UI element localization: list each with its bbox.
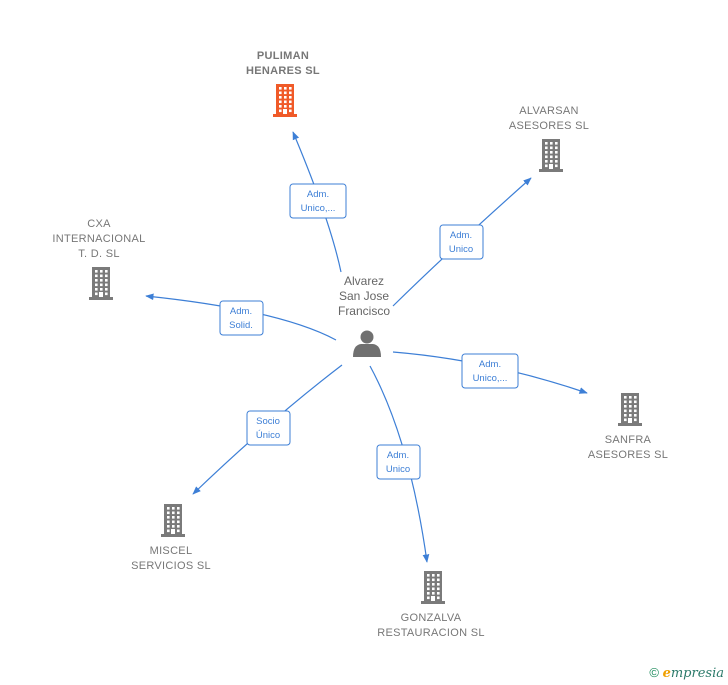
company-node-gonzalva[interactable]: GONZALVA RESTAURACION SL [377,571,485,639]
copyright-symbol: © [649,665,659,680]
relation-label-line: Unico,... [473,373,508,384]
relation-label-miscel[interactable]: Socio Único [246,410,291,446]
company-node-puliman[interactable]: PULIMAN HENARES SL [246,50,320,117]
company-name-line: MISCEL [150,545,193,557]
relation-label-puliman[interactable]: Adm. Unico,... [289,183,347,219]
company-node-alvarsan[interactable]: ALVARSAN ASESORES SL [509,105,589,172]
building-icon [89,267,113,300]
brand-logo-initial: e [662,666,671,681]
person-icon [353,330,381,357]
relation-label-line: Unico,... [301,203,336,214]
relation-label-line: Único [256,430,280,441]
building-icon [161,504,185,537]
relation-labels: Adm. Unico,... Adm. Unico Adm. Solid. Ad… [219,183,519,480]
company-name-line: SERVICIOS SL [131,560,211,572]
company-name-line: GONZALVA [401,612,462,624]
brand-logo-text: mpresia [670,666,724,681]
company-name-line: T. D. SL [78,248,120,260]
company-name-line: ALVARSAN [519,105,578,117]
building-icon [539,139,563,172]
building-icon [421,571,445,604]
building-icon [273,84,297,117]
relation-label-line: Adm. [307,189,329,200]
company-name-line: RESTAURACION SL [377,627,485,639]
person-name-line: Francisco [338,304,390,318]
company-name-line: ASESORES SL [509,120,589,132]
person-name-line: San Jose [339,289,389,303]
relation-label-line: Adm. [387,450,409,461]
company-node-cxa[interactable]: CXA INTERNACIONAL T. D. SL [52,218,145,300]
relation-label-alvarsan[interactable]: Adm. Unico [439,224,484,260]
relation-label-line: Unico [449,244,473,255]
relation-label-line: Adm. [450,230,472,241]
company-name-line: INTERNACIONAL [52,233,145,245]
relation-label-sanfra[interactable]: Adm. Unico,... [461,353,519,389]
relation-label-line: Socio [256,416,280,427]
building-icon [618,393,642,426]
company-node-sanfra[interactable]: SANFRA ASESORES SL [588,393,668,461]
company-name-line: HENARES SL [246,65,320,77]
footer-brand: © empresia [649,665,724,681]
person-name-line: Alvarez [344,274,384,288]
relation-label-line: Unico [386,464,410,475]
company-node-miscel[interactable]: MISCEL SERVICIOS SL [131,504,211,572]
company-name-line: PULIMAN [257,50,309,62]
company-name-line: CXA [87,218,111,230]
relation-label-line: Solid. [229,320,253,331]
relation-label-cxa[interactable]: Adm. Solid. [219,300,264,336]
relation-label-line: Adm. [479,359,501,370]
relation-label-gonzalva[interactable]: Adm. Unico [376,444,421,480]
relation-label-line: Adm. [230,306,252,317]
company-name-line: SANFRA [605,434,652,446]
company-name-line: ASESORES SL [588,449,668,461]
person-node[interactable]: Alvarez San Jose Francisco [338,274,390,357]
